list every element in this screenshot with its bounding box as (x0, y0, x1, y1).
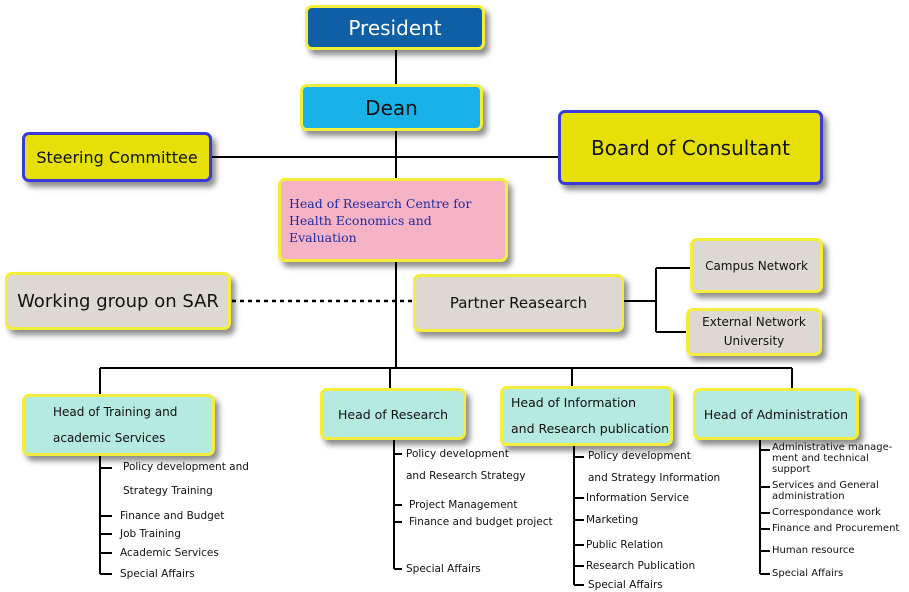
head-training-label-2: academic Services (53, 431, 166, 445)
list-item: Finance and Budget (120, 510, 225, 522)
head-training-box: Head of Training and academic Services (22, 394, 215, 456)
external-network-box: External Network University (686, 308, 822, 356)
list-item: Special Affairs (772, 568, 844, 579)
list-item: Correspondance work (772, 507, 881, 518)
list-item: Services and General administration (772, 480, 879, 502)
list-item: Policy development (588, 450, 691, 462)
head-research-label: Head of Research (337, 406, 449, 422)
list-item: Special Affairs (406, 563, 481, 575)
list-item: Administrative manage-ment and technical… (772, 442, 893, 475)
partner-research-box: Partner Reasearch (413, 274, 624, 332)
list-item: Marketing (586, 514, 639, 526)
list-item: and Strategy Information (588, 472, 721, 484)
list-item: Strategy Training (123, 485, 213, 497)
external-network-label: External Network (702, 315, 806, 329)
board-of-consultant-box: Board of Consultant (558, 110, 823, 185)
head-research-box: Head of Research (320, 388, 466, 440)
campus-network-label: Campus Network (705, 258, 808, 273)
president-box: President (305, 5, 485, 50)
list-item: Special Affairs (588, 579, 663, 591)
list-item: Academic Services (120, 547, 219, 559)
head-information-label-2: and Research publication (511, 421, 670, 436)
working-group-box: Working group on SAR (5, 272, 231, 330)
list-item: Information Service (586, 492, 689, 504)
list-item: and Research Strategy (406, 470, 526, 482)
head-research-centre-box: Head of Research Centre for Health Econo… (278, 178, 508, 262)
head-research-centre-label: Head of Research Centre for Health Econo… (289, 195, 472, 245)
president-label: President (348, 15, 442, 40)
dean-box: Dean (300, 84, 483, 131)
head-information-box: Head of Information and Research publica… (500, 386, 673, 446)
board-of-consultant-label: Board of Consultant (591, 135, 790, 160)
steering-committee-label: Steering Committee (36, 147, 198, 167)
list-item: Project Management (409, 499, 518, 511)
partner-research-label: Partner Reasearch (449, 294, 588, 312)
external-network-university-label: University (723, 334, 785, 348)
list-item: Job Training (120, 528, 181, 540)
list-item: Research Publication (586, 560, 696, 572)
list-item: Finance and Procurement (772, 523, 900, 534)
head-administration-box: Head of Administration (693, 388, 859, 440)
head-information-label-1: Head of Information (511, 395, 637, 410)
list-item: Human resource (772, 545, 855, 556)
campus-network-box: Campus Network (690, 238, 823, 293)
working-group-label: Working group on SAR (17, 290, 219, 312)
list-item: Policy development (406, 448, 509, 460)
head-training-label-1: Head of Training and (53, 405, 178, 419)
head-administration-label: Head of Administration (703, 406, 849, 422)
steering-committee-box: Steering Committee (22, 132, 212, 182)
list-item: Policy development and (123, 461, 249, 473)
dean-label: Dean (365, 95, 418, 120)
list-item: Finance and budget project (409, 516, 553, 528)
list-item: Public Relation (586, 539, 664, 551)
list-item: Special Affairs (120, 568, 195, 580)
